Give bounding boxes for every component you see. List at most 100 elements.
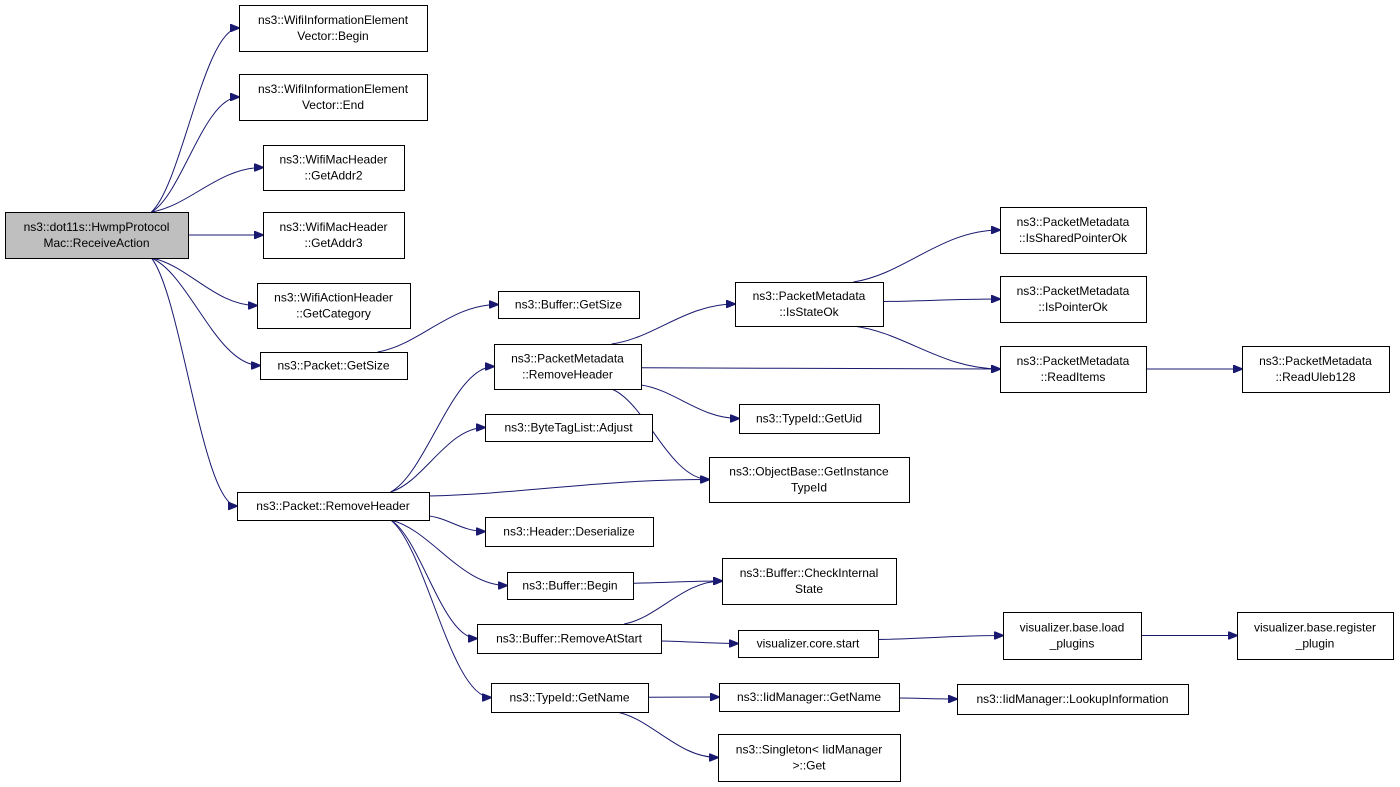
node-box bbox=[1242, 346, 1390, 393]
node-box bbox=[739, 404, 880, 434]
node-box bbox=[1003, 612, 1142, 660]
node-label: ns3::PacketMetadata bbox=[753, 289, 866, 303]
node-typeid-getuid[interactable]: ns3::TypeId::GetUid bbox=[739, 404, 880, 434]
node-btl-adjust[interactable]: ns3::ByteTagList::Adjust bbox=[485, 414, 653, 442]
node-box bbox=[263, 145, 405, 191]
node-box bbox=[491, 683, 649, 713]
node-label: TypeId bbox=[791, 481, 827, 495]
node-label: ::ReadItems bbox=[1041, 370, 1106, 384]
node-pm-ispointerok[interactable]: ns3::PacketMetadata::IsPointerOk bbox=[1000, 276, 1147, 323]
node-box bbox=[485, 414, 653, 442]
node-label: ::GetCategory bbox=[296, 307, 371, 321]
node-box bbox=[709, 457, 910, 503]
edge-iidmanager-getname-to-iidmanager-lookupinformation bbox=[898, 698, 957, 699]
node-label: ::GetAddr3 bbox=[304, 236, 362, 250]
node-label: ns3::Buffer::Begin bbox=[522, 579, 617, 593]
node-pm-readitems[interactable]: ns3::PacketMetadata::ReadItems bbox=[1000, 346, 1147, 393]
edge-pm-isstateok-to-pm-ispointerok bbox=[882, 299, 1000, 302]
node-label: ::RemoveHeader bbox=[522, 368, 613, 382]
edge-pm-removeheader-to-pm-isstateok bbox=[611, 304, 735, 345]
node-label: ns3::WifiInformationElement bbox=[258, 82, 409, 96]
edge-pm-removeheader-to-typeid-getuid bbox=[640, 384, 739, 419]
node-label: Vector::Begin bbox=[297, 29, 368, 43]
node-wah-category[interactable]: ns3::WifiActionHeader::GetCategory bbox=[257, 283, 411, 329]
node-iidmanager-lookupinformation[interactable]: ns3::IidManager::LookupInformation bbox=[957, 684, 1189, 715]
node-box bbox=[477, 624, 662, 654]
node-packet-getsize[interactable]: ns3::Packet::GetSize bbox=[260, 352, 408, 380]
node-typeid-getname[interactable]: ns3::TypeId::GetName bbox=[491, 683, 649, 713]
node-box bbox=[239, 5, 428, 52]
node-box bbox=[1237, 612, 1394, 660]
edge-root-to-wah-category bbox=[151, 257, 257, 306]
node-label: ns3::Singleton< IidManager bbox=[736, 743, 882, 757]
node-label: ns3::PacketMetadata bbox=[511, 352, 624, 366]
node-box bbox=[1000, 276, 1147, 323]
node-label: ns3::WifiMacHeader bbox=[279, 220, 387, 234]
node-label: ::ReadUleb128 bbox=[1275, 370, 1355, 384]
node-label: visualizer.base.register bbox=[1254, 621, 1376, 635]
node-label: visualizer.core.start bbox=[757, 637, 860, 651]
node-label: ns3::Buffer::CheckInternal bbox=[740, 566, 879, 580]
node-header-deserialize[interactable]: ns3::Header::Deserialize bbox=[485, 517, 654, 547]
node-box bbox=[263, 212, 405, 259]
node-buffer-removeatstart[interactable]: ns3::Buffer::RemoveAtStart bbox=[477, 624, 662, 654]
node-pm-removeheader[interactable]: ns3::PacketMetadata::RemoveHeader bbox=[494, 344, 642, 390]
edge-typeid-getname-to-singleton-get bbox=[616, 711, 718, 758]
edge-pm-isstateok-to-pm-issharedpointerok bbox=[853, 230, 1000, 283]
node-iidmanager-getname[interactable]: ns3::IidManager::GetName bbox=[719, 683, 900, 712]
node-label: _plugin bbox=[1295, 637, 1335, 651]
node-box bbox=[485, 517, 654, 547]
node-pm-readuleb128[interactable]: ns3::PacketMetadata::ReadUleb128 bbox=[1242, 346, 1390, 393]
node-root[interactable]: ns3::dot11s::HwmpProtocolMac::ReceiveAct… bbox=[5, 212, 189, 259]
node-label: ns3::TypeId::GetName bbox=[509, 691, 629, 705]
edge-buffer-removeatstart-to-buffer-checkinternalstate bbox=[624, 581, 722, 625]
node-box bbox=[735, 282, 884, 327]
node-vis-base-registerplugin[interactable]: visualizer.base.register _plugin bbox=[1237, 612, 1394, 660]
node-packet-removeheader[interactable]: ns3::Packet::RemoveHeader bbox=[237, 492, 430, 521]
edge-packet-removeheader-to-btl-adjust bbox=[390, 428, 485, 493]
node-label: _plugins bbox=[1049, 637, 1095, 651]
node-label: State bbox=[795, 582, 823, 596]
node-box bbox=[1000, 346, 1147, 393]
edge-pm-removeheader-to-ob-getinstancetypeid bbox=[611, 388, 709, 480]
node-vis-base-loadplugins[interactable]: visualizer.base.load _plugins bbox=[1003, 612, 1142, 660]
node-pm-issharedpointerok[interactable]: ns3::PacketMetadata::IsSharedPointerOk bbox=[1000, 207, 1147, 254]
node-label: visualizer.base.load bbox=[1020, 621, 1125, 635]
edge-root-to-wie-begin bbox=[151, 28, 239, 213]
node-label: ::GetAddr2 bbox=[304, 169, 362, 183]
node-box bbox=[718, 734, 901, 782]
edge-root-to-wie-end bbox=[151, 97, 239, 213]
node-box bbox=[738, 630, 879, 658]
nodes-layer: ns3::dot11s::HwmpProtocolMac::ReceiveAct… bbox=[5, 5, 1394, 782]
node-box bbox=[507, 572, 634, 600]
edge-packet-removeheader-to-typeid-getname bbox=[390, 519, 491, 698]
node-label: ns3::PacketMetadata bbox=[1017, 284, 1130, 298]
edge-vis-core-start-to-vis-base-loadplugins bbox=[877, 636, 1003, 640]
node-label: ns3::IidManager::GetName bbox=[737, 690, 881, 704]
node-buffer-getsize[interactable]: ns3::Buffer::GetSize bbox=[498, 291, 640, 319]
edge-packet-removeheader-to-header-deserialize bbox=[428, 515, 485, 532]
edge-packet-removeheader-to-ob-getinstancetypeid bbox=[428, 480, 709, 497]
node-vis-core-start[interactable]: visualizer.core.start bbox=[738, 630, 879, 658]
node-label: ns3::WifiInformationElement bbox=[258, 13, 409, 27]
edge-buffer-removeatstart-to-vis-core-start bbox=[660, 641, 738, 644]
node-label: Mac::ReceiveAction bbox=[43, 236, 149, 250]
node-label: ns3::TypeId::GetUid bbox=[756, 412, 862, 426]
node-buffer-begin[interactable]: ns3::Buffer::Begin bbox=[507, 572, 634, 600]
node-label: ns3::WifiActionHeader bbox=[274, 291, 393, 305]
node-label: >::Get bbox=[792, 759, 826, 773]
node-box bbox=[5, 212, 189, 259]
node-label: ns3::PacketMetadata bbox=[1017, 354, 1130, 368]
node-singleton-get[interactable]: ns3::Singleton< IidManager>::Get bbox=[718, 734, 901, 782]
node-label: ns3::Buffer::GetSize bbox=[515, 298, 622, 312]
node-wmh-addr3[interactable]: ns3::WifiMacHeader::GetAddr3 bbox=[263, 212, 405, 259]
edge-packet-getsize-to-buffer-getsize bbox=[377, 305, 498, 353]
edge-root-to-packet-removeheader bbox=[151, 257, 237, 506]
node-wmh-addr2[interactable]: ns3::WifiMacHeader::GetAddr2 bbox=[263, 145, 405, 191]
node-pm-isstateok[interactable]: ns3::PacketMetadata::IsStateOk bbox=[735, 282, 884, 327]
